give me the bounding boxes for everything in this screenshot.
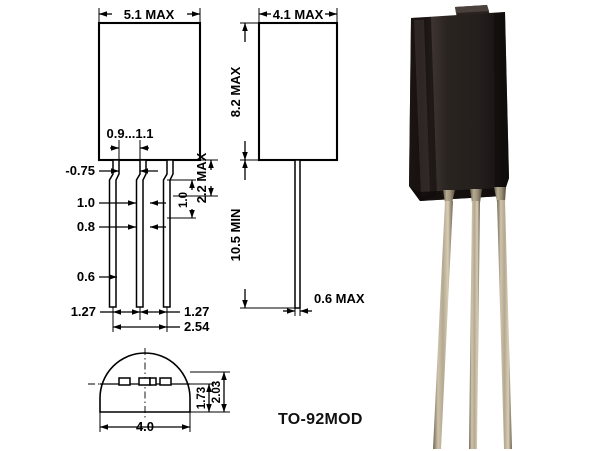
front-view-leads	[108, 159, 174, 308]
photo-lead-3-root	[494, 187, 506, 202]
front-view-body-outline	[97, 21, 202, 162]
bottom-view-pad-2	[138, 377, 151, 386]
bottom-view-pad-3	[159, 377, 172, 386]
dim-pitch-left-label: 1.27	[71, 304, 96, 319]
photo-body-bottom-bevel	[409, 178, 509, 201]
dim-lead-length-label: 10.5 MIN	[228, 209, 243, 262]
dim-lead-width-lower-label: 0.8	[77, 219, 95, 234]
product-photo	[409, 5, 512, 449]
dim-shoulder-segment: 1.0	[167, 179, 196, 219]
photo-body-left-highlight	[414, 19, 430, 197]
dim-body-width: 5.1 MAX	[98, 7, 201, 23]
dim-lead-length: 10.5 MIN	[228, 159, 295, 309]
side-view-lead	[294, 159, 301, 309]
dim-shoulder-segment-label: 1.0	[178, 192, 190, 208]
photo-lead-2	[469, 201, 480, 449]
dim-shoulder-height-label: 2.2 MAX	[194, 152, 209, 203]
dim-lead-width-upper: 1.0	[77, 195, 166, 210]
bottom-view: 4.0 1.73 2.03	[88, 348, 230, 434]
dim-lead-thickness-side-label: 0.6 MAX	[314, 291, 365, 306]
photo-lead-1-root	[443, 190, 455, 203]
dim-shoulder-offset: -0.75	[65, 163, 158, 178]
dim-body-width-label: 5.1 MAX	[124, 7, 175, 22]
dim-shoulder-offset-label: -0.75	[65, 163, 95, 178]
dim-shoulder-pitch-label: 0.9...1.1	[107, 126, 154, 141]
dim-body-height: 8.2 MAX	[228, 22, 259, 161]
dim-overall-depth: 2.03	[190, 371, 230, 413]
lead-2-profile	[135, 159, 147, 308]
dim-flat-to-center-label: 1.73	[196, 387, 208, 409]
photo-lead-1	[433, 201, 453, 449]
dim-overall-depth-label: 2.03	[211, 381, 223, 403]
dim-body-height-label: 8.2 MAX	[228, 66, 243, 117]
dim-lead-thickness-side: 0.6 MAX	[283, 291, 365, 316]
dim-lead-pitch-group: 1.27 1.27 2.54	[71, 304, 210, 334]
bottom-view-pad-1	[118, 377, 131, 386]
dim-flat-width: 4.0	[99, 412, 191, 434]
dim-lead-width-upper-label: 1.0	[77, 195, 95, 210]
dim-lead-thickness-label: 0.6	[77, 269, 95, 284]
part-number-label: TO-92MOD	[278, 411, 363, 428]
dim-shoulder-pitch: 0.9...1.1	[107, 126, 154, 163]
lead-3-profile	[162, 159, 174, 308]
dim-flat-to-center: 1.73	[190, 383, 214, 413]
photo-lead-3	[497, 200, 512, 449]
photo-lead-2-root	[470, 189, 482, 203]
dim-pitch-right-label: 1.27	[184, 304, 209, 319]
dim-shoulder-height: 2.2 MAX	[173, 152, 218, 203]
bottom-view-pad-center-mark	[149, 377, 157, 386]
photo-top-tab-highlight	[455, 5, 489, 13]
side-view-body-outline	[257, 21, 339, 162]
lead-1-profile	[108, 159, 120, 308]
photo-body-right-shadow	[494, 12, 509, 196]
dim-flat-width-label: 4.0	[136, 419, 154, 434]
front-view: 5.1 MAX 0.9...1.1	[65, 7, 218, 334]
dim-body-depth-label: 4.1 MAX	[273, 7, 324, 22]
dim-lead-thickness: 0.6	[77, 269, 117, 284]
dim-body-depth: 4.1 MAX	[258, 7, 338, 23]
dim-pitch-total-label: 2.54	[184, 319, 210, 334]
dim-lead-width-lower: 0.8	[77, 219, 166, 234]
side-view: 4.1 MAX 8.2 MAX 10.5 MIN	[228, 7, 365, 316]
